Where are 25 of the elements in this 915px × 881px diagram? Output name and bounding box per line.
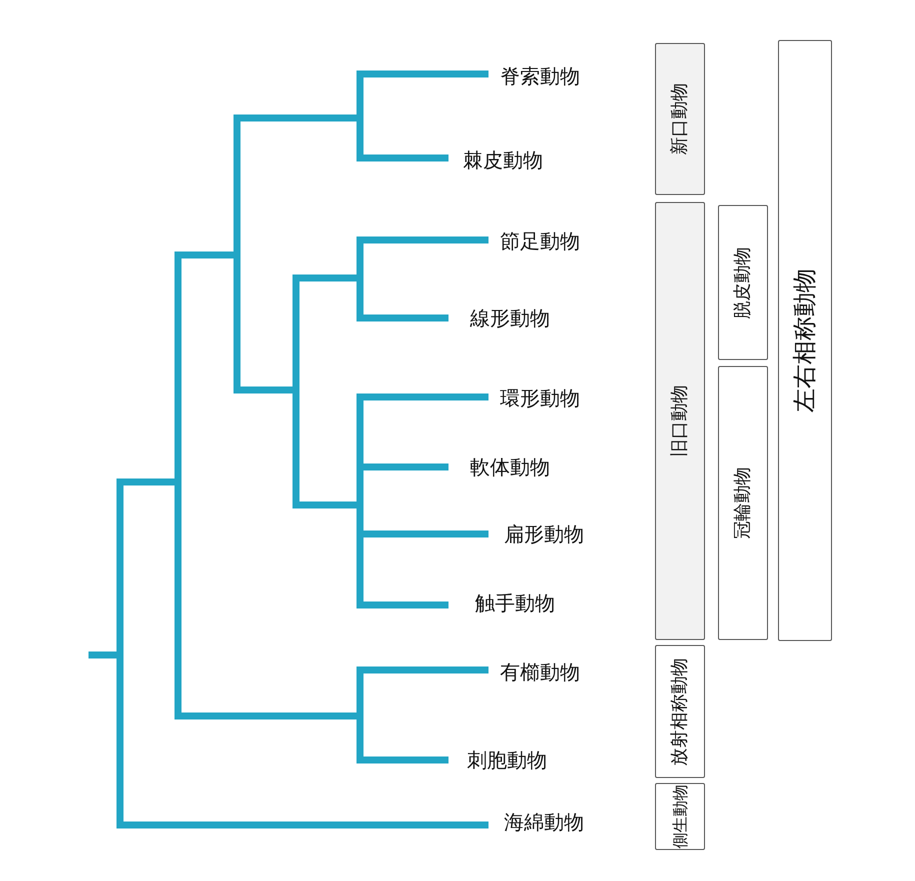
clade-bar	[718, 205, 768, 360]
clade-name: 旧口動物	[669, 385, 691, 457]
clade-bar	[718, 366, 768, 640]
clade-bar	[655, 43, 705, 195]
taxon-label: 海綿動物	[504, 810, 584, 834]
taxon-label: 刺胞動物	[467, 748, 547, 772]
clade-name: 放射相称動物	[669, 658, 691, 766]
taxon-label: 棘皮動物	[463, 148, 543, 172]
taxon-label: 軟体動物	[470, 455, 550, 479]
clade-name: 冠輪動物	[732, 467, 754, 539]
taxon-label: 扁形動物	[504, 522, 584, 546]
clade-bar	[655, 645, 705, 778]
taxon-label: 節足動物	[500, 229, 580, 253]
taxon-label: 脊索動物	[500, 64, 580, 88]
taxon-label: 線形動物	[470, 306, 550, 330]
taxon-label: 有櫛動物	[500, 660, 580, 684]
clade-name: 脱皮動物	[732, 246, 754, 318]
clade-bar	[778, 40, 832, 641]
clade-name: 左右相称動物	[790, 268, 820, 412]
clade-bar	[655, 202, 705, 640]
clade-bar	[655, 783, 705, 850]
taxon-label: 環形動物	[500, 386, 580, 410]
taxon-label: 触手動物	[475, 591, 555, 615]
clade-name: 側生動物	[670, 784, 690, 848]
clade-name: 新口動物	[669, 83, 691, 155]
